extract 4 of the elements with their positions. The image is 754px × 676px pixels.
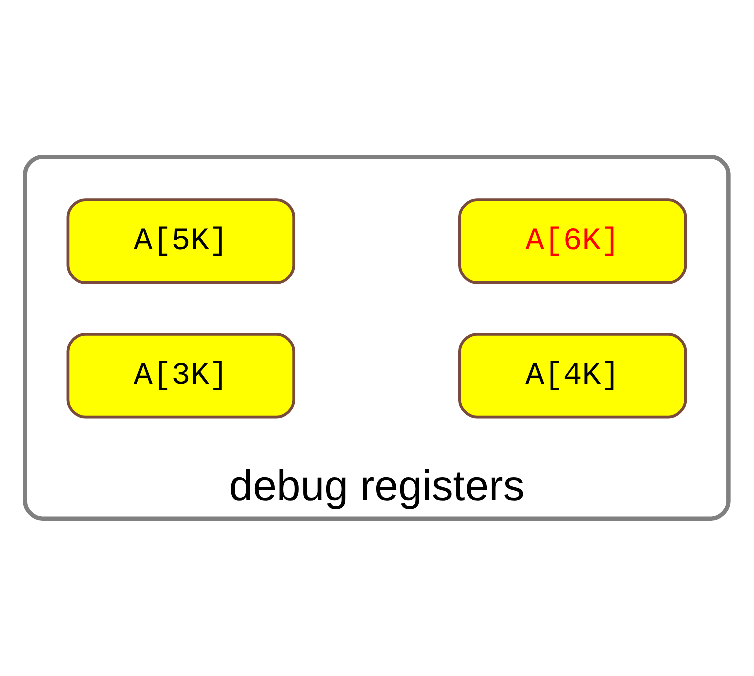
node-box: A[3K] [66,333,296,419]
node-box: A[5K] [66,198,296,284]
node-box: A[4K] [458,333,688,419]
node-box: A[6K] [458,198,688,284]
